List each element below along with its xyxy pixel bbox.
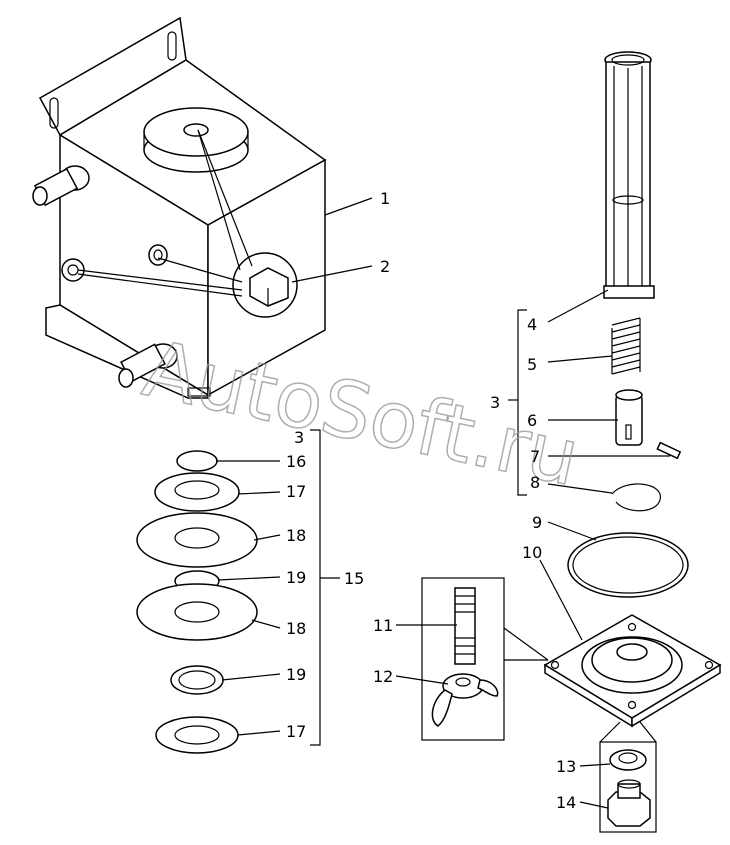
bracket-3 xyxy=(517,309,527,496)
tank-assembly xyxy=(32,16,327,399)
plug-hex xyxy=(249,267,289,307)
callout-13: 13 xyxy=(556,757,576,776)
callouts: 1 2 3 3 4 5 6 7 8 9 10 11 12 13 14 15 16… xyxy=(286,189,576,812)
callout-2: 2 xyxy=(380,257,390,276)
pin xyxy=(656,441,682,460)
filter-assembly xyxy=(603,51,682,512)
wing-nut xyxy=(431,673,499,727)
callout-11: 11 xyxy=(373,616,393,635)
callout-8: 8 xyxy=(530,473,540,492)
washer-17-bottom xyxy=(155,716,239,754)
callout-4: 4 xyxy=(527,315,537,334)
callout-12: 12 xyxy=(373,667,393,686)
fitting-upper-left xyxy=(32,165,90,207)
bottom-bracket xyxy=(45,304,209,399)
callout-14: 14 xyxy=(556,793,576,812)
callout-5: 5 xyxy=(527,355,537,374)
callout-18-bottom: 18 xyxy=(286,619,306,638)
callout-15: 15 xyxy=(344,569,364,588)
callout-17-top: 17 xyxy=(286,482,306,501)
filter-base-ring xyxy=(603,285,655,299)
callout-16: 16 xyxy=(286,452,306,471)
callout-1: 1 xyxy=(380,189,390,208)
leader-lines xyxy=(216,197,670,809)
callout-7: 7 xyxy=(530,447,540,466)
port-left xyxy=(61,258,85,282)
ring-16 xyxy=(176,450,218,472)
callout-19-bottom: 19 xyxy=(286,665,306,684)
spring xyxy=(611,317,641,375)
bolt-14 xyxy=(607,779,651,827)
callout-3-filter: 3 xyxy=(490,393,500,412)
fitting-lower xyxy=(118,343,178,388)
callout-3-stack: 3 xyxy=(294,428,304,447)
callout-10: 10 xyxy=(522,543,542,562)
o-ring-large xyxy=(567,532,689,598)
bracket-slot-left xyxy=(49,97,59,129)
stud-detail-box xyxy=(421,577,505,741)
bracket-15 xyxy=(310,429,321,746)
filler-hole xyxy=(183,123,209,137)
disk-18-top xyxy=(136,512,258,568)
callout-17-bottom: 17 xyxy=(286,722,306,741)
disk-18-bottom xyxy=(136,583,258,641)
bracket-slot-top xyxy=(167,31,177,61)
port-right xyxy=(148,244,168,266)
stud-bolt xyxy=(454,587,476,665)
bolt-detail-box xyxy=(599,741,657,833)
callout-6: 6 xyxy=(527,411,537,430)
washer-13 xyxy=(609,749,647,771)
bottom-tab xyxy=(187,387,211,397)
washer-17-top xyxy=(154,472,240,512)
callout-9: 9 xyxy=(532,513,542,532)
circlip xyxy=(611,483,661,512)
washer-stack xyxy=(136,450,258,754)
valve-piston xyxy=(615,394,643,446)
callout-18-top: 18 xyxy=(286,526,306,545)
cover-plate xyxy=(543,614,722,728)
callout-19-top: 19 xyxy=(286,568,306,587)
